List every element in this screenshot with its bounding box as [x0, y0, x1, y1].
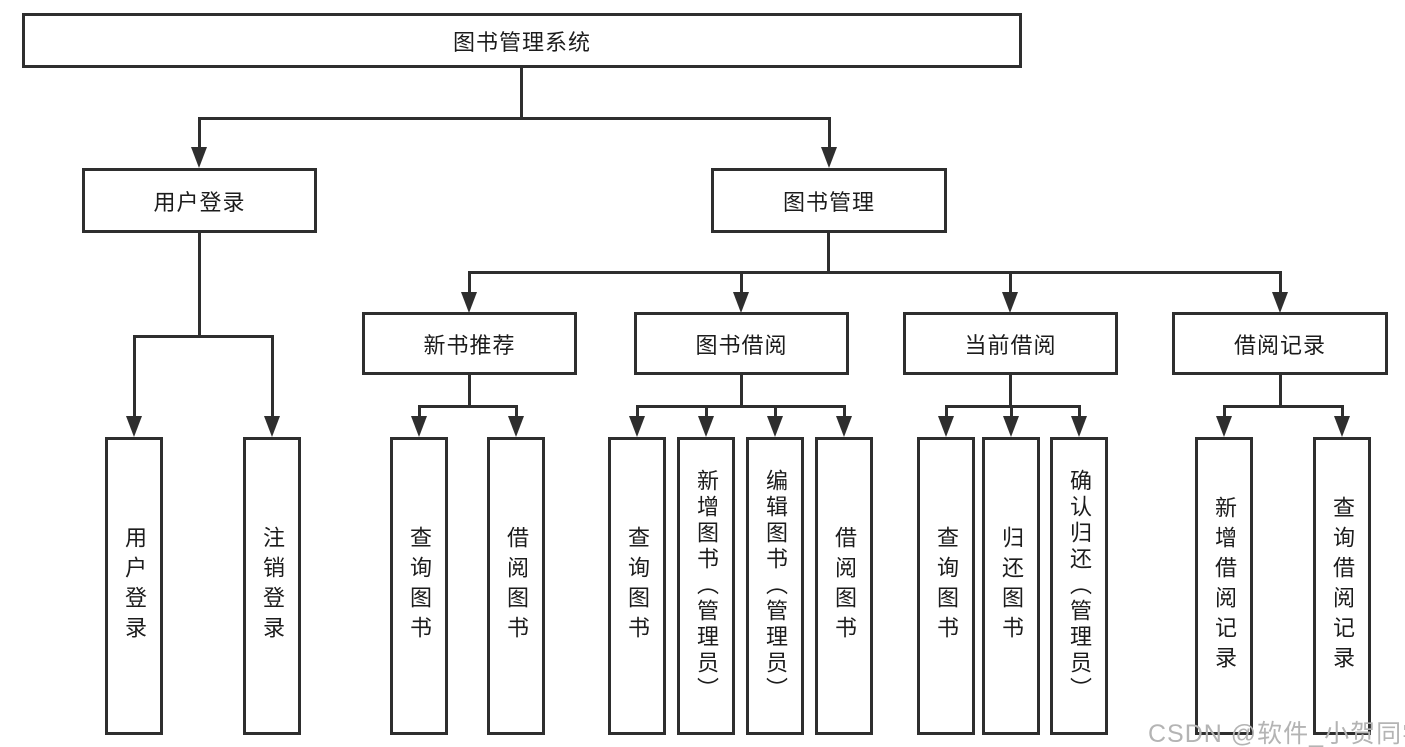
node-leaf-cb-query-label: 查询图书	[934, 526, 959, 646]
connector-borrow-records-rail	[1223, 405, 1344, 408]
connector-drop-book-mgmt	[828, 117, 831, 150]
arrowhead-icon	[191, 147, 207, 168]
arrowhead-icon	[767, 416, 783, 437]
arrowhead-icon	[461, 292, 477, 313]
node-book-borrow: 图书借阅	[634, 312, 849, 375]
arrowhead-icon	[698, 416, 714, 437]
node-leaf-bb-edit: 编辑图书（管理员）	[746, 437, 804, 735]
node-leaf-br-add-label: 新增借阅记录	[1212, 496, 1237, 676]
arrowhead-icon	[1003, 416, 1019, 437]
node-leaf-nb-borrow: 借阅图书	[487, 437, 545, 735]
csdn-watermark: CSDN @软件_小贺同学	[1148, 720, 1405, 747]
arrowhead-icon	[1334, 416, 1350, 437]
connector-drop-new-book-rec	[468, 271, 471, 293]
node-new-book-rec: 新书推荐	[362, 312, 577, 375]
connector-drop-bb-borrow	[843, 405, 846, 417]
node-leaf-logout: 注销登录	[243, 437, 301, 735]
connector-drop-nb-query	[418, 405, 421, 417]
node-leaf-cb-confirm: 确认归还（管理员）	[1050, 437, 1108, 735]
node-leaf-logout-label: 注销登录	[260, 526, 285, 646]
arrowhead-icon	[264, 416, 280, 437]
node-new-book-rec-label: 新书推荐	[423, 332, 516, 358]
connector-book-borrow-rail	[636, 405, 846, 408]
arrowhead-icon	[1071, 416, 1087, 437]
node-leaf-bb-query-label: 查询图书	[625, 526, 650, 646]
node-leaf-bb-add: 新增图书（管理员）	[677, 437, 735, 735]
node-user-login-label: 用户登录	[153, 189, 246, 215]
connector-drop-bb-edit	[774, 405, 777, 417]
node-leaf-bb-query: 查询图书	[608, 437, 666, 735]
node-book-mgmt-label: 图书管理	[782, 189, 875, 215]
node-leaf-nb-query-label: 查询图书	[407, 526, 432, 646]
arrowhead-icon	[508, 416, 524, 437]
connector-borrow-records-stem	[1279, 375, 1282, 408]
arrowhead-icon	[629, 416, 645, 437]
node-leaf-bb-edit-label: 编辑图书（管理员）	[763, 469, 788, 703]
connector-level3-rail	[468, 271, 1282, 274]
node-user-login: 用户登录	[82, 168, 317, 233]
arrowhead-icon	[1272, 292, 1288, 313]
connector-drop-book-borrow	[740, 271, 743, 293]
node-leaf-bb-borrow: 借阅图书	[815, 437, 873, 735]
connector-new-book-rec-stem	[468, 375, 471, 408]
connector-level2-rail	[198, 117, 831, 120]
node-leaf-nb-borrow-label: 借阅图书	[504, 526, 529, 646]
connector-drop-borrow-records	[1279, 271, 1282, 293]
node-borrow-records-label: 借阅记录	[1233, 332, 1326, 358]
connector-drop-leaf-user-login	[133, 335, 136, 416]
node-leaf-bb-borrow-label: 借阅图书	[832, 526, 857, 646]
connector-drop-leaf-logout	[271, 335, 274, 416]
connector-user-login-stem	[198, 233, 201, 337]
arrowhead-icon	[836, 416, 852, 437]
connector-drop-bb-add	[705, 405, 708, 417]
node-current-borrow: 当前借阅	[903, 312, 1118, 375]
connector-current-borrow-stem	[1009, 375, 1012, 408]
node-leaf-user-login: 用户登录	[105, 437, 163, 735]
arrowhead-icon	[1216, 416, 1232, 437]
connector-drop-br-query	[1341, 405, 1344, 417]
node-root: 图书管理系统	[22, 13, 1022, 68]
node-leaf-bb-add-label: 新增图书（管理员）	[694, 469, 719, 703]
connector-drop-br-add	[1223, 405, 1226, 417]
node-book-mgmt: 图书管理	[711, 168, 947, 233]
arrowhead-icon	[821, 147, 837, 168]
connector-drop-cb-query	[945, 405, 948, 417]
arrowhead-icon	[733, 292, 749, 313]
node-book-borrow-label: 图书借阅	[695, 332, 788, 358]
node-current-borrow-label: 当前借阅	[964, 332, 1057, 358]
node-leaf-br-query-label: 查询借阅记录	[1330, 496, 1355, 676]
connector-current-borrow-rail	[945, 405, 1081, 408]
node-leaf-cb-return: 归还图书	[982, 437, 1040, 735]
connector-book-mgmt-stem	[827, 233, 830, 274]
node-leaf-cb-query: 查询图书	[917, 437, 975, 735]
connector-drop-nb-borrow	[515, 405, 518, 417]
arrowhead-icon	[1002, 292, 1018, 313]
connector-new-book-rec-rail	[418, 405, 518, 408]
arrowhead-icon	[126, 416, 142, 437]
node-leaf-br-query: 查询借阅记录	[1313, 437, 1371, 735]
connector-drop-user-login	[198, 117, 201, 150]
connector-drop-current-borrow	[1009, 271, 1012, 293]
node-root-label: 图书管理系统	[452, 29, 591, 55]
connector-drop-cb-confirm	[1078, 405, 1081, 417]
connector-root-stem	[520, 68, 523, 117]
arrowhead-icon	[938, 416, 954, 437]
arrowhead-icon	[411, 416, 427, 437]
connector-user-login-rail	[133, 335, 274, 338]
node-leaf-cb-return-label: 归还图书	[999, 526, 1024, 646]
node-leaf-br-add: 新增借阅记录	[1195, 437, 1253, 735]
connector-drop-bb-query	[636, 405, 639, 417]
node-leaf-cb-confirm-label: 确认归还（管理员）	[1067, 469, 1092, 703]
node-leaf-nb-query: 查询图书	[390, 437, 448, 735]
connector-book-borrow-stem	[740, 375, 743, 408]
connector-drop-cb-return	[1010, 405, 1013, 417]
node-leaf-user-login-label: 用户登录	[122, 526, 147, 646]
node-borrow-records: 借阅记录	[1172, 312, 1388, 375]
